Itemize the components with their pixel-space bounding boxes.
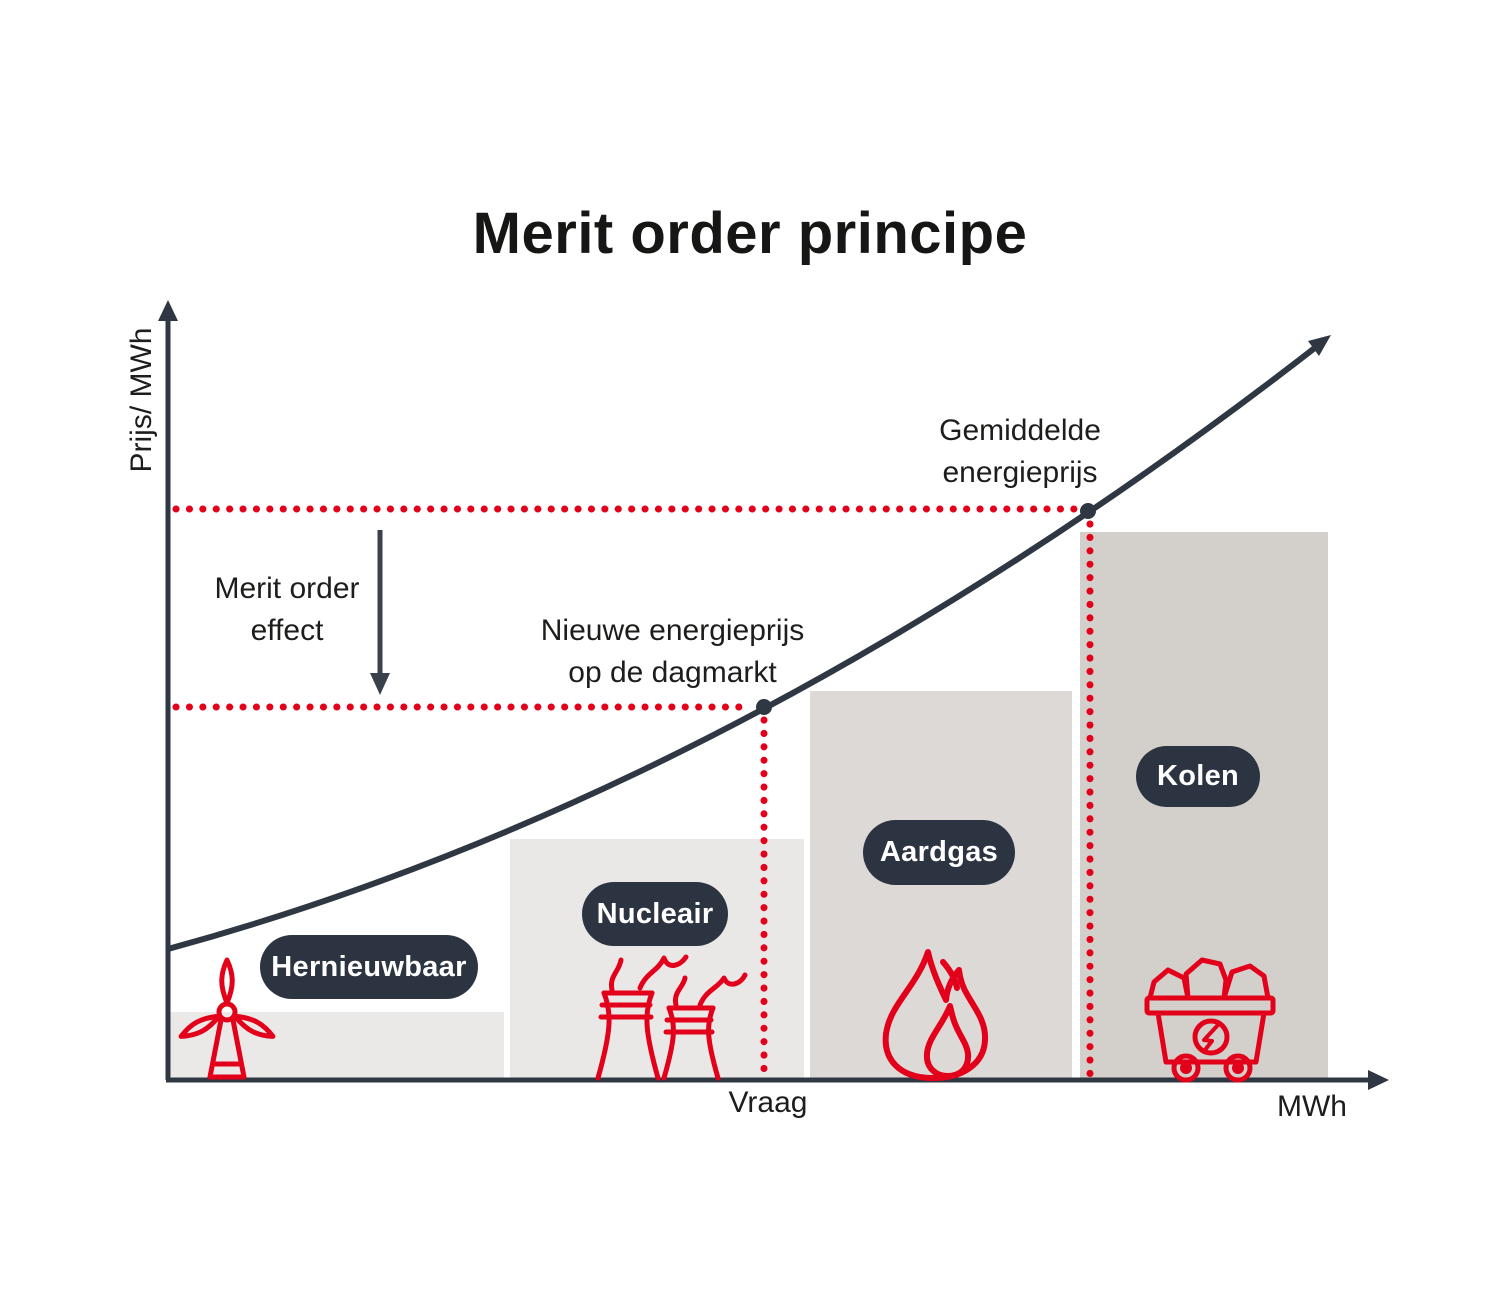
x-axis bbox=[166, 1070, 1389, 1090]
y-axis-label: Prijs/ MWh bbox=[125, 327, 158, 473]
label-aardgas-text: Aardgas bbox=[879, 836, 999, 868]
annotation-average-price-line2: energieprijs bbox=[942, 456, 1098, 489]
annotation-merit-effect-line2: effect bbox=[250, 614, 324, 647]
annotation-new-price: Nieuwe energieprijs op de dagmarkt bbox=[475, 610, 870, 694]
merit-effect-arrow-icon bbox=[370, 530, 390, 695]
dotted-guide-lines bbox=[172, 505, 1094, 1078]
label-kolen-text: Kolen bbox=[1156, 760, 1240, 792]
annotation-average-price: Gemiddelde energieprijs bbox=[870, 410, 1170, 494]
label-nucleair: Nucleair bbox=[582, 882, 728, 946]
x-axis-label: MWh bbox=[1277, 1090, 1347, 1123]
label-nucleair-text: Nucleair bbox=[596, 897, 714, 930]
label-hernieuwbaar-text: Hernieuwbaar bbox=[271, 950, 467, 983]
x-axis-arrow-icon bbox=[1368, 1070, 1389, 1090]
label-kolen: Kolen bbox=[1136, 746, 1260, 807]
y-axis-arrow-icon bbox=[158, 300, 178, 321]
bar-hernieuwbaar bbox=[170, 1012, 504, 1078]
supply-curve bbox=[167, 335, 1331, 952]
bar-nucleair bbox=[510, 839, 804, 1078]
annotation-average-price-line1: Gemiddelde bbox=[939, 414, 1101, 447]
annotation-new-price-line2: op de dagmarkt bbox=[568, 656, 777, 689]
wind-turbine-icon bbox=[178, 957, 276, 1080]
label-aardgas: Aardgas bbox=[863, 820, 1015, 885]
demand-axis-label: Vraag bbox=[728, 1086, 808, 1119]
new-price-point bbox=[756, 699, 772, 715]
annotation-merit-effect-line1: Merit order bbox=[214, 572, 360, 605]
y-axis bbox=[158, 300, 178, 1080]
average-price-point bbox=[1080, 503, 1096, 519]
coal-cart-icon bbox=[1144, 957, 1276, 1083]
flame-icon bbox=[882, 949, 989, 1082]
annotation-new-price-line1: Nieuwe energieprijs bbox=[540, 614, 805, 647]
curve-arrow-icon bbox=[1308, 335, 1331, 356]
label-hernieuwbaar: Hernieuwbaar bbox=[260, 935, 478, 999]
page-title: Merit order principe bbox=[472, 201, 1028, 266]
annotation-merit-effect: Merit order effect bbox=[167, 568, 407, 652]
nuclear-cooling-towers-icon bbox=[595, 954, 748, 1081]
